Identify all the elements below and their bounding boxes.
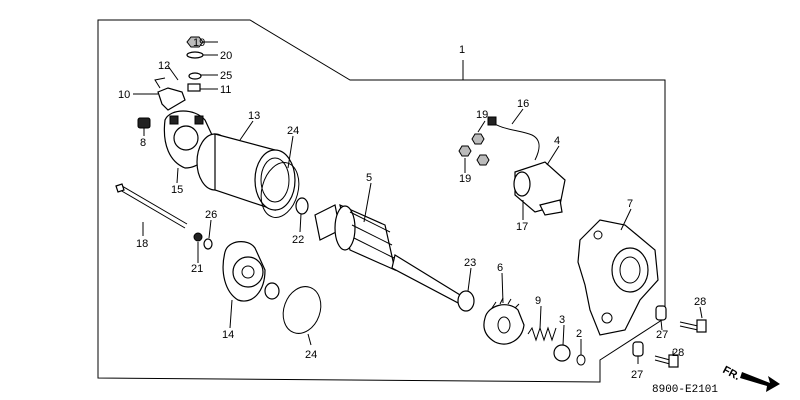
o-ring-lower-part <box>282 286 322 334</box>
part-label-19b: 19 <box>476 109 488 121</box>
bearing-part <box>264 282 280 300</box>
diagram-code: 8900-E2101 <box>652 384 718 396</box>
through-bolt-part <box>115 183 188 229</box>
part-label-19a: 19 <box>193 37 205 49</box>
part-label-14: 14 <box>222 329 234 341</box>
part-label-23: 23 <box>464 257 476 269</box>
part-label-21: 21 <box>191 263 203 275</box>
armature-part <box>314 203 466 306</box>
nut-stack-part <box>186 36 204 92</box>
part-label-24a: 24 <box>287 125 299 137</box>
part-label-2: 2 <box>576 328 582 340</box>
nut-small-part <box>476 154 490 166</box>
part-label-27a: 27 <box>656 329 668 341</box>
part-label-9: 9 <box>535 295 541 307</box>
collar-part <box>553 344 571 362</box>
lead-terminal-part <box>487 116 497 126</box>
spring-part <box>527 326 557 342</box>
assembly-label: 1 <box>459 44 465 56</box>
washer-part <box>295 197 309 215</box>
drive-housing-part <box>577 219 659 336</box>
washer-26-part <box>203 238 213 250</box>
front-arrow-icon <box>740 372 780 392</box>
dowel-27b-part <box>632 341 644 357</box>
rear-cover-part <box>222 241 266 302</box>
snap-ring-part <box>576 354 586 366</box>
part-label-27b: 27 <box>631 369 643 381</box>
part-label-22: 22 <box>292 234 304 246</box>
part-label-26: 26 <box>205 209 217 221</box>
part-label-17: 17 <box>516 221 528 233</box>
part-label-25: 25 <box>220 70 232 82</box>
part-label-19c: 19 <box>459 173 471 185</box>
part-label-6: 6 <box>497 262 503 274</box>
washer-21-part <box>193 232 203 242</box>
o-ring-upper-part <box>260 162 300 218</box>
pinion-gear-part <box>483 297 525 345</box>
part-label-5: 5 <box>366 172 372 184</box>
part-label-18: 18 <box>136 238 148 250</box>
nut-19b-part <box>471 133 485 145</box>
terminal-plate-part <box>154 77 186 111</box>
front-direction-indicator: FR. <box>721 364 780 392</box>
washer-23-part <box>457 290 475 312</box>
part-label-28b: 28 <box>672 347 684 359</box>
nut-19c-part <box>458 145 472 157</box>
bolt-28a-part <box>679 319 707 333</box>
part-label-12: 12 <box>158 60 170 72</box>
dowel-27a-part <box>655 305 667 321</box>
part-label-11: 11 <box>220 84 231 96</box>
part-label-16: 16 <box>517 98 529 110</box>
part-label-20: 20 <box>220 50 232 62</box>
yoke-housing-part <box>196 133 296 211</box>
part-label-24b: 24 <box>305 349 317 361</box>
solenoid-part <box>513 161 566 216</box>
part-label-7: 7 <box>627 198 633 210</box>
part-label-3: 3 <box>559 314 565 326</box>
leader-lines <box>133 41 703 364</box>
direction-label: FR. <box>721 364 742 383</box>
part-label-4: 4 <box>554 135 560 147</box>
lead-wire-part <box>491 121 540 161</box>
part-label-10: 10 <box>118 89 130 101</box>
part-label-15: 15 <box>171 184 183 196</box>
part-label-13: 13 <box>248 110 260 122</box>
brush-holder-part <box>137 117 151 129</box>
part-label-28a: 28 <box>694 296 706 308</box>
part-label-8: 8 <box>140 137 146 149</box>
